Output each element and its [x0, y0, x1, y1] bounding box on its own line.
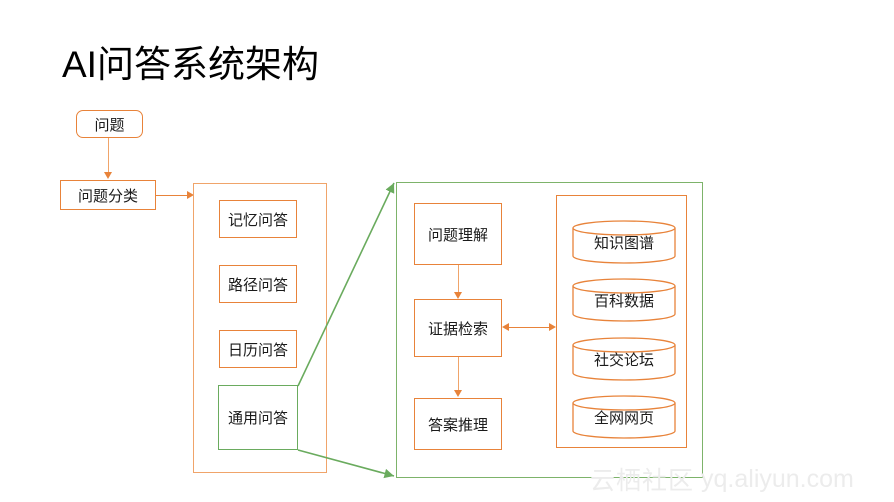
knowledge-sources-container — [556, 195, 687, 448]
node-general-qa[interactable]: 通用问答 — [218, 385, 298, 450]
db-web-pages[interactable]: 全网网页 — [572, 395, 676, 439]
watermark-brand: 云栖社区 — [590, 467, 695, 495]
connector-retrieval-to-sources — [506, 327, 552, 328]
watermark: 云栖社区 yq.aliyun.com — [590, 462, 890, 496]
general-qa-detail-panel — [396, 182, 703, 478]
node-path-qa[interactable]: 路径问答 — [219, 265, 297, 303]
page-title: AI问答系统架构 — [62, 44, 319, 85]
db-label: 知识图谱 — [593, 235, 654, 252]
node-question-classify[interactable]: 问题分类 — [60, 180, 156, 210]
db-encyclopedia-data[interactable]: 百科数据 — [572, 278, 676, 322]
watermark-url: yq.aliyun.com — [701, 464, 854, 493]
db-knowledge-graph[interactable]: 知识图谱 — [572, 220, 676, 264]
arrow-right-icon — [549, 323, 556, 331]
connector-understanding-to-retrieval — [458, 265, 459, 293]
arrow-right-icon — [187, 191, 194, 199]
arrow-left-icon — [502, 323, 509, 331]
connector-classify-to-types — [156, 195, 188, 196]
node-question-understanding[interactable]: 问题理解 — [414, 203, 502, 265]
arrow-down-icon — [454, 292, 462, 299]
db-label: 百科数据 — [593, 293, 654, 310]
db-label: 社交论坛 — [593, 352, 654, 369]
node-answer-reasoning[interactable]: 答案推理 — [414, 398, 502, 450]
node-evidence-retrieval[interactable]: 证据检索 — [414, 299, 502, 357]
node-calendar-qa[interactable]: 日历问答 — [219, 330, 297, 368]
arrow-down-icon — [104, 172, 112, 179]
arrow-down-icon — [454, 390, 462, 397]
db-label: 全网网页 — [593, 410, 654, 427]
connector-retrieval-to-reasoning — [458, 357, 459, 390]
connector-question-to-classify — [108, 138, 109, 172]
node-memory-qa[interactable]: 记忆问答 — [219, 200, 297, 238]
db-social-forum[interactable]: 社交论坛 — [572, 337, 676, 381]
node-question[interactable]: 问题 — [76, 110, 143, 138]
